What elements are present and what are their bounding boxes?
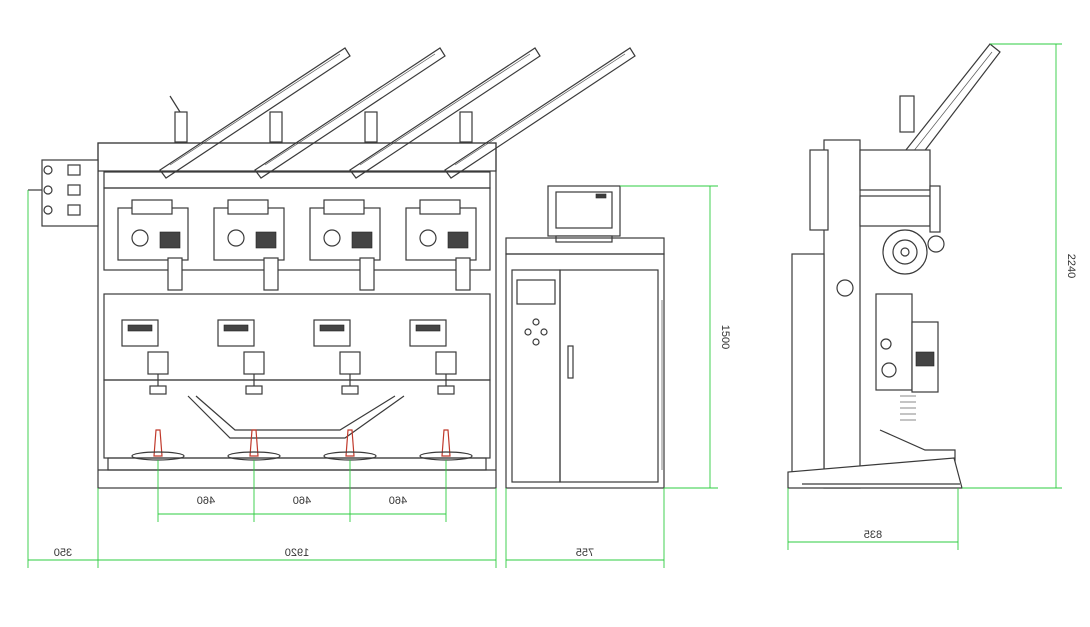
dim-pitch-3: 460 (389, 495, 407, 507)
side-rungs (900, 395, 916, 421)
side-view-machine (787, 43, 1001, 489)
monitor-badge: mm (597, 194, 605, 200)
dim-side-depth: 835 (864, 529, 882, 541)
dim-left-creel: 350 (54, 547, 72, 559)
dim-pitch-2: 460 (293, 495, 311, 507)
winding-heads (117, 199, 477, 291)
spindle-units (121, 319, 473, 461)
dim-machine-length: 1920 (285, 547, 309, 559)
dim-cabinet-width: 755 (576, 547, 594, 559)
dimension-lines (27, 43, 1062, 568)
dim-cabinet-height: 1500 (719, 325, 731, 349)
cabinet-display (516, 279, 556, 305)
cabinet-handle (567, 345, 574, 379)
control-cabinet (505, 185, 665, 489)
machine-frame (97, 142, 497, 489)
dim-total-height: 2240 (1065, 254, 1077, 278)
left-manifold (28, 159, 99, 227)
dimension-labels: 460 460 460 350 1920 755 1500 835 2240 m… (54, 194, 1077, 559)
dim-pitch-1: 460 (197, 495, 215, 507)
creel-arms (159, 47, 636, 179)
front-view-machine (28, 47, 636, 489)
